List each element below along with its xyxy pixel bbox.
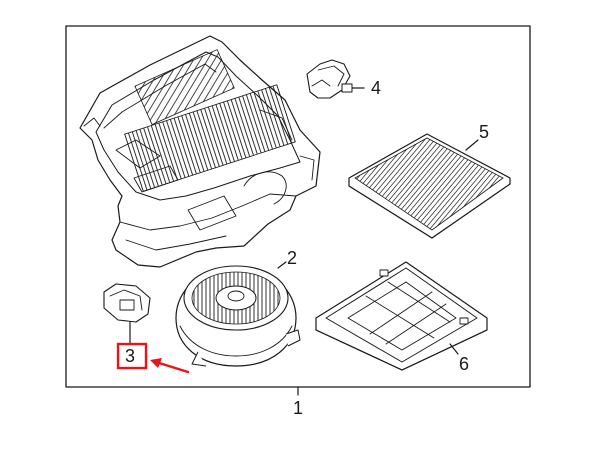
hvac-blower-housing bbox=[79, 35, 321, 268]
callout-4-label: 4 bbox=[371, 78, 381, 98]
callout-3-label: 3 bbox=[125, 346, 135, 366]
callout-6-label: 6 bbox=[459, 354, 469, 374]
callout-5-leader bbox=[465, 139, 479, 151]
callout-5-label: 5 bbox=[479, 122, 489, 142]
callout-2-label: 2 bbox=[287, 248, 297, 268]
blower-resistor bbox=[103, 283, 151, 323]
highlight-arrowhead bbox=[150, 358, 162, 368]
callout-6-leader bbox=[449, 343, 459, 355]
blower-motor bbox=[175, 265, 301, 367]
callout-2-leader bbox=[277, 261, 287, 269]
highlight-arrow bbox=[154, 360, 190, 374]
callout-3-highlight-box bbox=[116, 342, 148, 370]
filter-frame bbox=[315, 261, 488, 371]
callout-1-label: 1 bbox=[293, 398, 303, 418]
sensor-part bbox=[306, 59, 353, 99]
cabin-air-filter bbox=[348, 133, 511, 239]
